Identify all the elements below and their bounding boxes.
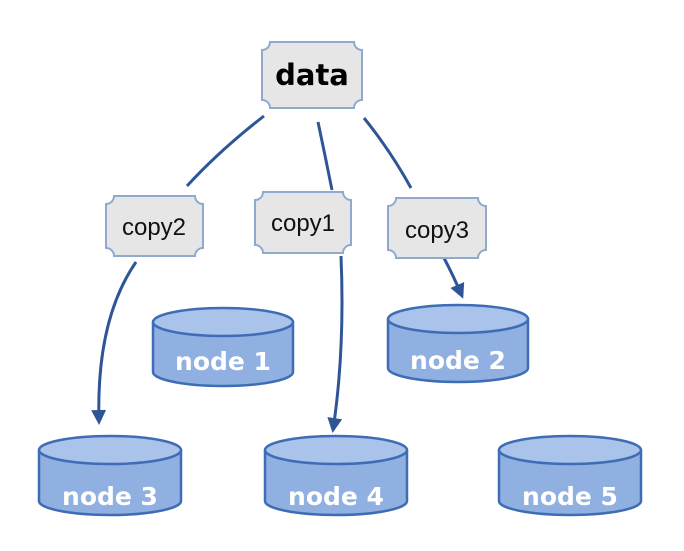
copy-copy3: copy3 — [387, 197, 487, 259]
copy-copy2: copy2 — [105, 195, 204, 257]
edge-data-copy1 — [316, 121, 334, 191]
copy3-label: copy3 — [405, 217, 469, 244]
node5-cylinder-body — [497, 450, 643, 517]
node1-cylinder-top — [151, 306, 295, 338]
node4-label: node 4 — [288, 482, 384, 511]
node4-cylinder-body — [263, 450, 409, 517]
node-node2: node 2 — [386, 303, 530, 384]
edge-copy3-node2 — [442, 257, 465, 299]
node3-cylinder-top — [37, 434, 183, 466]
edges — [91, 114, 465, 433]
node-node5: node 5 — [497, 434, 643, 517]
node2-label: node 2 — [410, 346, 506, 375]
edge-data-copy2 — [185, 114, 265, 188]
edge-copy1-node4 — [327, 255, 344, 433]
node2-cylinder-body — [386, 319, 530, 384]
node1-cylinder-body — [151, 322, 295, 388]
node3-label: node 3 — [62, 482, 158, 511]
data-source: data — [261, 41, 363, 109]
copy2-label: copy2 — [122, 214, 186, 241]
edge-copy2-node3 — [91, 261, 138, 425]
node-node1: node 1 — [151, 306, 295, 388]
node-node4: node 4 — [263, 434, 409, 517]
copy1-label: copy1 — [271, 210, 335, 237]
copy1-plate — [254, 191, 352, 254]
data-label: data — [275, 58, 349, 92]
copy-copy1: copy1 — [254, 191, 352, 254]
node5-cylinder-top — [497, 434, 643, 466]
node1-label: node 1 — [175, 347, 271, 376]
node4-cylinder-top — [263, 434, 409, 466]
edge-data-copy3 — [362, 117, 413, 189]
node5-label: node 5 — [522, 482, 618, 511]
copy2-plate — [105, 195, 204, 257]
node2-cylinder-top — [386, 303, 530, 335]
node-node3: node 3 — [37, 434, 183, 517]
copy3-plate — [387, 197, 487, 259]
data-plate — [261, 41, 363, 109]
node3-cylinder-body — [37, 450, 183, 517]
